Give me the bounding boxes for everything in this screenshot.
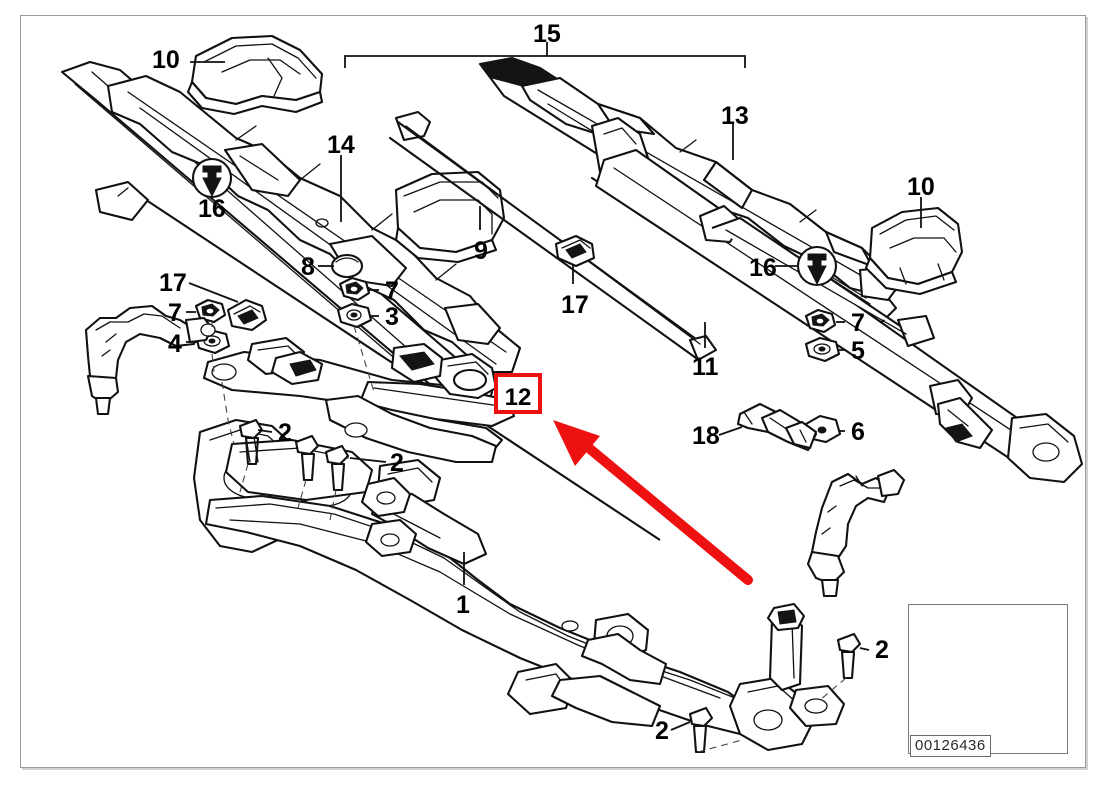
callout-13: 13 bbox=[721, 102, 749, 130]
callout-7-left: 7 bbox=[168, 299, 182, 327]
callout-3: 3 bbox=[385, 303, 399, 331]
callout-6: 6 bbox=[851, 418, 865, 446]
callout-18: 18 bbox=[692, 422, 720, 450]
callout-16-left: 16 bbox=[198, 195, 226, 223]
diagram-id-label: 00126436 bbox=[910, 735, 991, 757]
callout-2-b: 2 bbox=[390, 449, 404, 477]
callout-17-middle: 17 bbox=[561, 291, 589, 319]
callout-17-left: 17 bbox=[159, 269, 187, 297]
callout-8: 8 bbox=[301, 253, 315, 281]
callout-10-right: 10 bbox=[907, 173, 935, 201]
callout-10-left: 10 bbox=[152, 46, 180, 74]
callout-9: 9 bbox=[474, 237, 488, 265]
highlight-box-label: 12 bbox=[504, 384, 532, 411]
callout-7-upper: 7 bbox=[385, 277, 399, 305]
callout-14: 14 bbox=[327, 131, 355, 159]
callout-16-right: 16 bbox=[749, 254, 777, 282]
callout-1: 1 bbox=[456, 591, 470, 619]
callout-2-d: 2 bbox=[655, 717, 669, 745]
callout-4: 4 bbox=[168, 330, 182, 358]
vehicle-reference-inset bbox=[908, 604, 1068, 754]
highlight-box-item-12[interactable]: 12 bbox=[494, 373, 542, 414]
callout-11: 11 bbox=[692, 353, 719, 381]
callout-5: 5 bbox=[851, 337, 865, 365]
callout-2-a: 2 bbox=[278, 419, 292, 447]
callout-2-c: 2 bbox=[875, 636, 889, 664]
callout-15: 15 bbox=[533, 20, 561, 48]
callout-7-right: 7 bbox=[851, 309, 865, 337]
